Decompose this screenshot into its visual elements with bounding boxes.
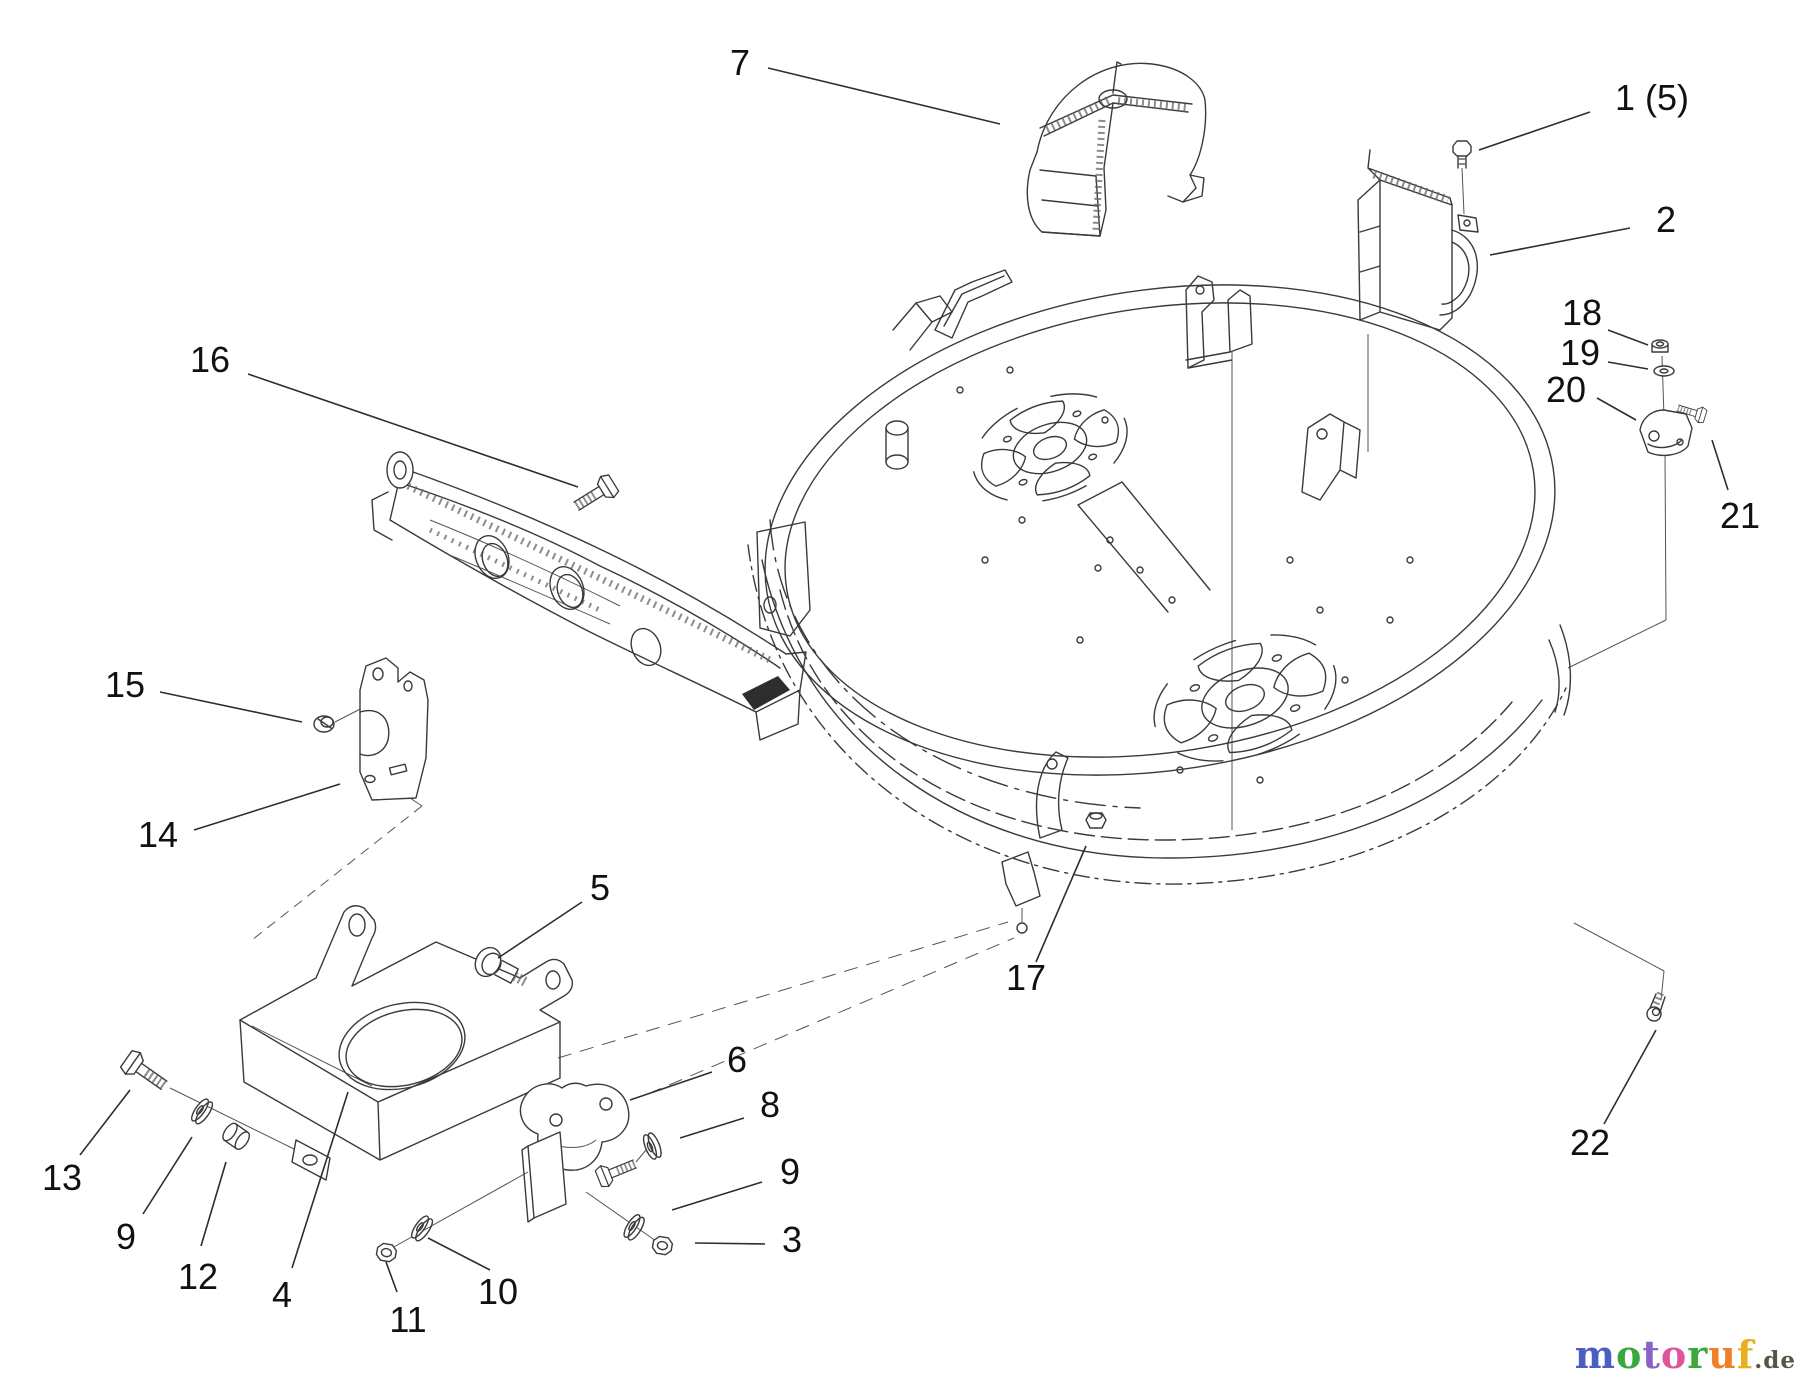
callout-21-label: 21 (1720, 495, 1760, 536)
deck-cylinder-boss (885, 420, 909, 470)
callout-18-leader (1607, 329, 1649, 346)
nut-18 (1651, 339, 1669, 353)
callout-18-label: 18 (1562, 292, 1602, 333)
washer-9-right (620, 1211, 648, 1243)
callout-9l-label: 9 (116, 1216, 136, 1257)
callout-19-label: 19 (1560, 332, 1600, 373)
washer-8 (640, 1130, 665, 1162)
callout-8-leader (679, 1117, 745, 1139)
watermark-logo[interactable]: motoruf.de (1575, 1336, 1796, 1374)
callout-13-leader (79, 1089, 131, 1156)
callout-12-label: 12 (178, 1256, 218, 1297)
callout-4-label: 4 (272, 1274, 292, 1315)
callout-7-label: 7 (730, 42, 750, 83)
washer-19 (1653, 365, 1675, 377)
shoulder-bolt-5 (474, 946, 528, 987)
watermark-letter: r (1687, 1332, 1709, 1377)
screw-15 (313, 715, 335, 733)
alignment-lines (169, 167, 1667, 1249)
callout-12-leader (200, 1161, 227, 1247)
spacer-12 (222, 1122, 251, 1150)
washer-9-left (188, 1096, 216, 1127)
callout-11-label: 11 (389, 1299, 426, 1340)
watermark-letter: t (1642, 1332, 1661, 1377)
screw-22 (1646, 990, 1666, 1022)
height-adjust-bar (371, 451, 807, 741)
mount-plate-4 (239, 905, 574, 1181)
callout-19-leader (1607, 361, 1649, 370)
screw-1 (1452, 140, 1472, 169)
callout-5-leader (497, 901, 583, 959)
belt-cover-2 (1357, 149, 1479, 331)
nut-3 (650, 1234, 674, 1257)
callout-5-label: 5 (590, 867, 610, 908)
callout-14-leader (193, 783, 341, 831)
callout-2-label: 2 (1656, 199, 1676, 240)
deck-top-bracket (1185, 275, 1253, 369)
callout-8-label: 8 (760, 1084, 780, 1125)
callout-6-label: 6 (727, 1039, 747, 1080)
mower-deck (747, 269, 1572, 934)
bracket-14 (359, 657, 429, 801)
hinge-bracket-6 (519, 1082, 630, 1223)
callout-15-leader (159, 691, 303, 723)
deck-right-bracket (1301, 413, 1361, 501)
nut-11 (374, 1241, 398, 1264)
deck-holes (956, 366, 1414, 784)
callout-13-label: 13 (42, 1157, 82, 1198)
callout-11-leader (385, 1261, 398, 1293)
callout-6-leader (629, 1071, 713, 1101)
nut-17 (1085, 812, 1107, 829)
callout-14-label: 14 (138, 814, 178, 855)
watermark-letter: m (1574, 1332, 1616, 1377)
callout-1-5-label: 1 (5) (1615, 77, 1689, 118)
bracket-20 (1639, 409, 1693, 457)
watermark-letter: o (1615, 1332, 1643, 1377)
spindle-rosette-right (1137, 612, 1354, 785)
belt-cover-7 (1026, 61, 1207, 237)
hex-bolt-13 (119, 1048, 172, 1096)
deck-mount-tab (1001, 851, 1041, 934)
callout-9l-leader (142, 1136, 193, 1215)
callout-17-leader (1035, 845, 1087, 963)
callout-3-label: 3 (782, 1219, 802, 1260)
watermark-letter: f (1736, 1332, 1755, 1377)
callout-21-leader (1711, 439, 1729, 491)
callout-2-leader (1489, 227, 1631, 256)
watermark-suffix: .de (1754, 1347, 1796, 1374)
callout-4-leader (291, 1091, 349, 1269)
callout-22-label: 22 (1570, 1122, 1610, 1163)
carriage-bolt-8 (594, 1154, 639, 1189)
callout-9r-leader (671, 1181, 763, 1211)
callout-20-label: 20 (1546, 369, 1586, 410)
spindle-rosette-left (958, 374, 1142, 522)
callout-1-5-leader (1478, 111, 1591, 151)
watermark-letter: u (1708, 1332, 1737, 1377)
callout-10-leader (427, 1237, 491, 1271)
callout-20-leader (1596, 397, 1637, 421)
callout-17-label: 17 (1006, 957, 1046, 998)
callout-9r-label: 9 (780, 1151, 800, 1192)
watermark-letter: o (1660, 1332, 1688, 1377)
deck-flag-bracket (1035, 751, 1069, 839)
deck-left-plate (756, 521, 811, 637)
deck-front-bar (934, 269, 1013, 339)
callout-3-leader (694, 1242, 766, 1245)
callout-22-leader (1603, 1029, 1657, 1125)
callout-10-label: 10 (478, 1271, 518, 1312)
bolt-16 (570, 473, 620, 517)
callout-16-leader (247, 373, 579, 488)
callout-15-label: 15 (105, 664, 145, 705)
callout-16-label: 16 (190, 339, 230, 380)
callout-7-leader (767, 67, 1001, 125)
washer-10 (408, 1213, 436, 1244)
